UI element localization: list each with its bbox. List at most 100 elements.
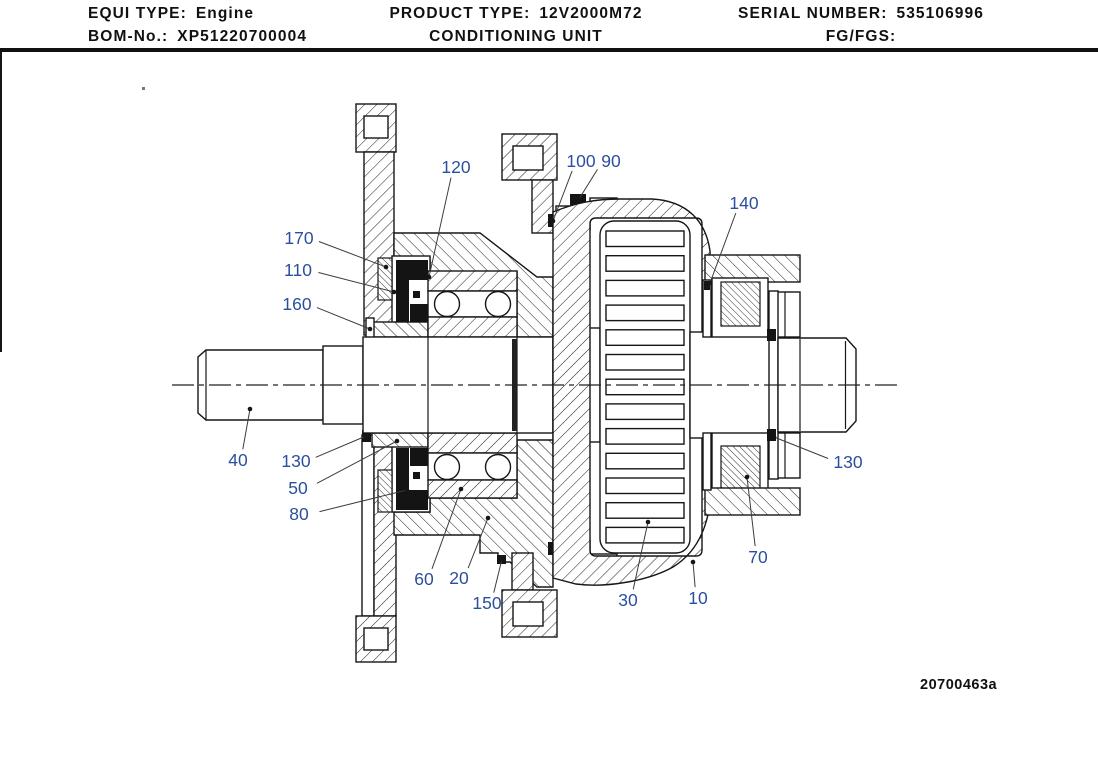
callout-20: 20 (449, 515, 491, 588)
group-title-text: CONDITIONING UNIT (429, 28, 603, 45)
part-number-label: 100 (566, 151, 595, 171)
gear-tooth (605, 427, 685, 445)
leader-dot (485, 515, 491, 521)
callout-30: 30 (618, 519, 651, 610)
leader-line (773, 436, 829, 459)
part-number-label: 170 (284, 228, 313, 248)
leader-line (709, 212, 737, 284)
leader-line (578, 169, 598, 200)
leader-line (428, 177, 452, 278)
serial-number-label: SERIAL NUMBER: (738, 5, 888, 22)
part-number-label: 150 (472, 593, 501, 613)
serial-number-value: 535106996 (896, 5, 984, 22)
part-number-label: 80 (289, 504, 309, 524)
lower-shaft-seal-assembly (362, 430, 431, 513)
leader-line (319, 489, 408, 513)
leader-line (315, 435, 367, 458)
gear-tooth (605, 502, 685, 519)
callout-50: 50 (288, 438, 400, 498)
leader-line (318, 241, 387, 268)
gear-tooth (605, 230, 685, 248)
part-number-label: 60 (414, 569, 434, 589)
leader-line (316, 307, 371, 330)
scan-speck (142, 87, 145, 90)
gear-teeth (605, 230, 685, 544)
leader-dot (426, 274, 432, 280)
part-number-label: 50 (288, 478, 308, 498)
gear-tooth (605, 452, 685, 470)
leader-dot (383, 264, 389, 270)
leader-dot (499, 556, 505, 562)
callout-150: 150 (472, 556, 505, 613)
leader-line (318, 271, 395, 293)
part-number-label: 70 (748, 547, 768, 567)
gear-tooth (605, 477, 685, 495)
callout-140: 140 (707, 193, 759, 286)
callout-130: 130 (281, 433, 369, 471)
leader-dot (771, 434, 777, 440)
leader-dot (247, 406, 253, 412)
bom-no-value: XP51220700004 (177, 28, 308, 45)
figure-number: 20700463a (920, 677, 998, 693)
callout-90: 90 (576, 151, 621, 202)
gear-tooth (605, 378, 685, 396)
leader-dot (391, 289, 397, 295)
part-number-label: 110 (284, 260, 312, 280)
bom-no-label: BOM-No.: (88, 28, 169, 45)
gear-tooth (605, 353, 685, 371)
gear-tooth (605, 329, 685, 346)
group-title: CONDITIONING UNIT (330, 28, 702, 46)
leader-line (242, 408, 251, 450)
leader-dot (404, 487, 410, 493)
callout-170: 170 (284, 228, 389, 270)
callout-160: 160 (282, 294, 373, 332)
callout-100: 100 (550, 151, 596, 224)
leader-dot (707, 280, 713, 286)
callout-120: 120 (426, 157, 471, 280)
part-number-label: 120 (441, 157, 470, 177)
fg-fgs-field: FG/FGS: (711, 28, 1011, 46)
part-number-label: 130 (833, 452, 862, 472)
callout-60: 60 (414, 486, 464, 589)
output-housing (702, 254, 801, 516)
ball-bearing-lower (427, 432, 518, 499)
equi-type-label: EQUI TYPE: (88, 5, 187, 22)
ball-bearing-upper (427, 270, 518, 338)
leader-dot (394, 438, 400, 444)
part-number-label: 40 (228, 450, 248, 470)
leader-dot (550, 218, 556, 224)
part-number-label: 140 (729, 193, 758, 213)
leader-dot (690, 559, 696, 565)
leader-dot (576, 196, 582, 202)
callout-40: 40 (228, 406, 253, 470)
part-number-label: 130 (281, 451, 310, 471)
leader-dot (458, 486, 464, 492)
part-number-label: 30 (618, 590, 638, 610)
leader-line (431, 488, 462, 569)
leader-dot (744, 474, 750, 480)
gear-tooth (605, 279, 685, 297)
callout-110: 110 (284, 260, 397, 295)
leader-line (746, 476, 756, 547)
part-number-label: 90 (601, 151, 621, 171)
equi-type-value: Engine (195, 5, 255, 22)
product-type-field: PRODUCT TYPE:12V2000M72 (330, 5, 702, 23)
product-type-label: PRODUCT TYPE: (389, 5, 531, 22)
header-divider-rule (0, 48, 1098, 52)
callout-80: 80 (289, 487, 410, 524)
leader-line (692, 561, 696, 588)
page-border-artifact (0, 52, 2, 352)
leader-dot (363, 433, 369, 439)
callout-130: 130 (771, 434, 863, 472)
leader-line (493, 558, 503, 593)
part-number-label: 160 (282, 294, 311, 314)
gear-tooth (605, 403, 685, 421)
equi-type-field: EQUI TYPE: Engine (88, 5, 254, 23)
gear-tooth (605, 304, 685, 322)
bom-no-field: BOM-No.: XP51220700004 (88, 28, 307, 46)
gear-wheel (599, 220, 691, 554)
intermediate-flange-plate (501, 133, 558, 638)
leader-line (316, 440, 398, 484)
